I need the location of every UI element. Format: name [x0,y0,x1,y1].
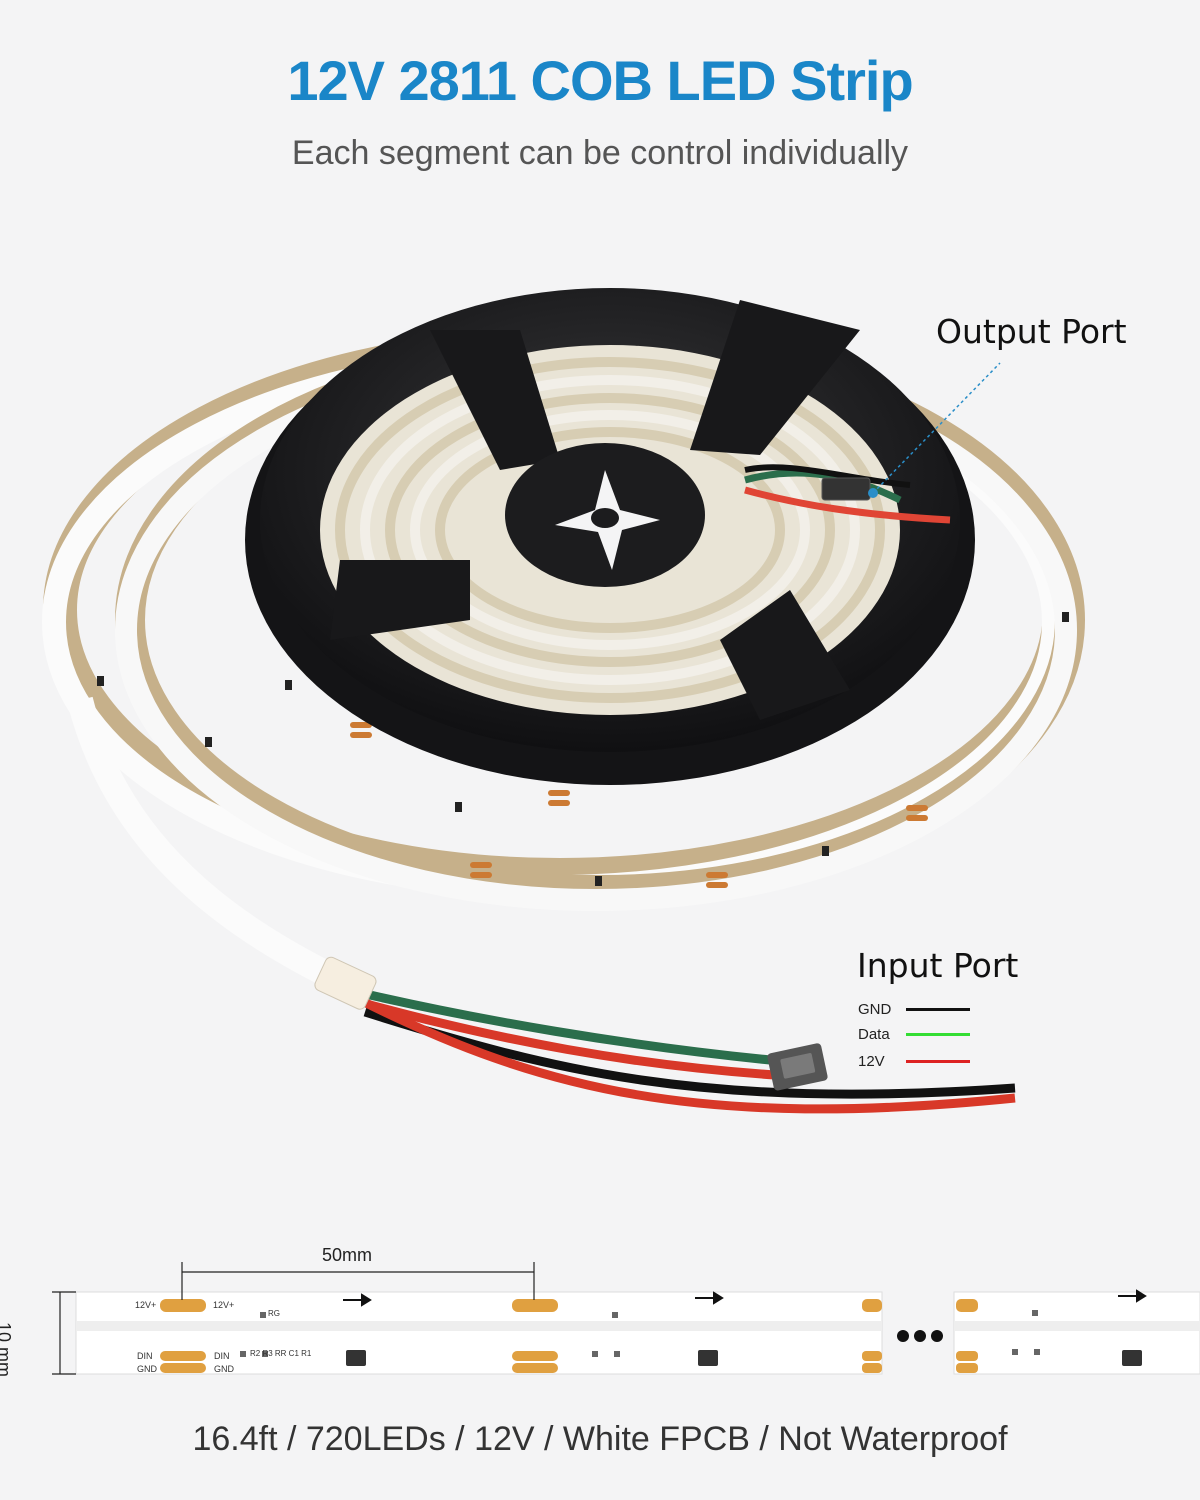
spec-caption: 16.4ft / 720LEDs / 12V / White FPCB / No… [192,1420,1008,1458]
pad-label-gnd: GND [137,1364,157,1374]
pad-label-12v-b: 12V+ [213,1300,235,1310]
pad-label-12v: 12V+ [135,1300,157,1310]
input-port-label: Input Port [857,946,1019,985]
page-subtitle: Each segment can be control individually [291,134,909,172]
loose-strip-loops [42,328,1085,920]
legend-12v: 12V [858,1053,970,1070]
output-port-dot [868,488,878,498]
pad-label-din-b: DIN [214,1351,230,1361]
input-wires [314,956,1016,1114]
page-title: 12V 2811 COB LED Strip [287,49,913,112]
legend-12v-label: 12V [858,1053,885,1070]
output-port-label: Output Port [936,312,1127,351]
pad-label-gnd-b: GND [214,1364,234,1374]
output-port-pointer [872,362,1001,494]
reel [245,288,975,785]
output-connector [744,464,951,524]
legend-gnd-line [906,1008,970,1011]
legend-data: Data [858,1026,970,1043]
strip-diagram [52,1262,1200,1375]
legend-12v-line [906,1060,970,1063]
legend-gnd: GND [858,1001,970,1018]
width-dimension-label: 50mm [322,1245,373,1265]
pad-label-din: DIN [137,1351,153,1361]
height-dimension-label: 10 mm [0,1322,14,1378]
pad-label-rg: RG [268,1309,280,1318]
resistor-labels: R2 R3 RR C1 R1 [250,1349,312,1358]
legend-gnd-label: GND [858,1001,892,1018]
legend-data-line [906,1033,970,1036]
ellipsis-icon [897,1330,943,1342]
legend-data-label: Data [858,1026,890,1043]
